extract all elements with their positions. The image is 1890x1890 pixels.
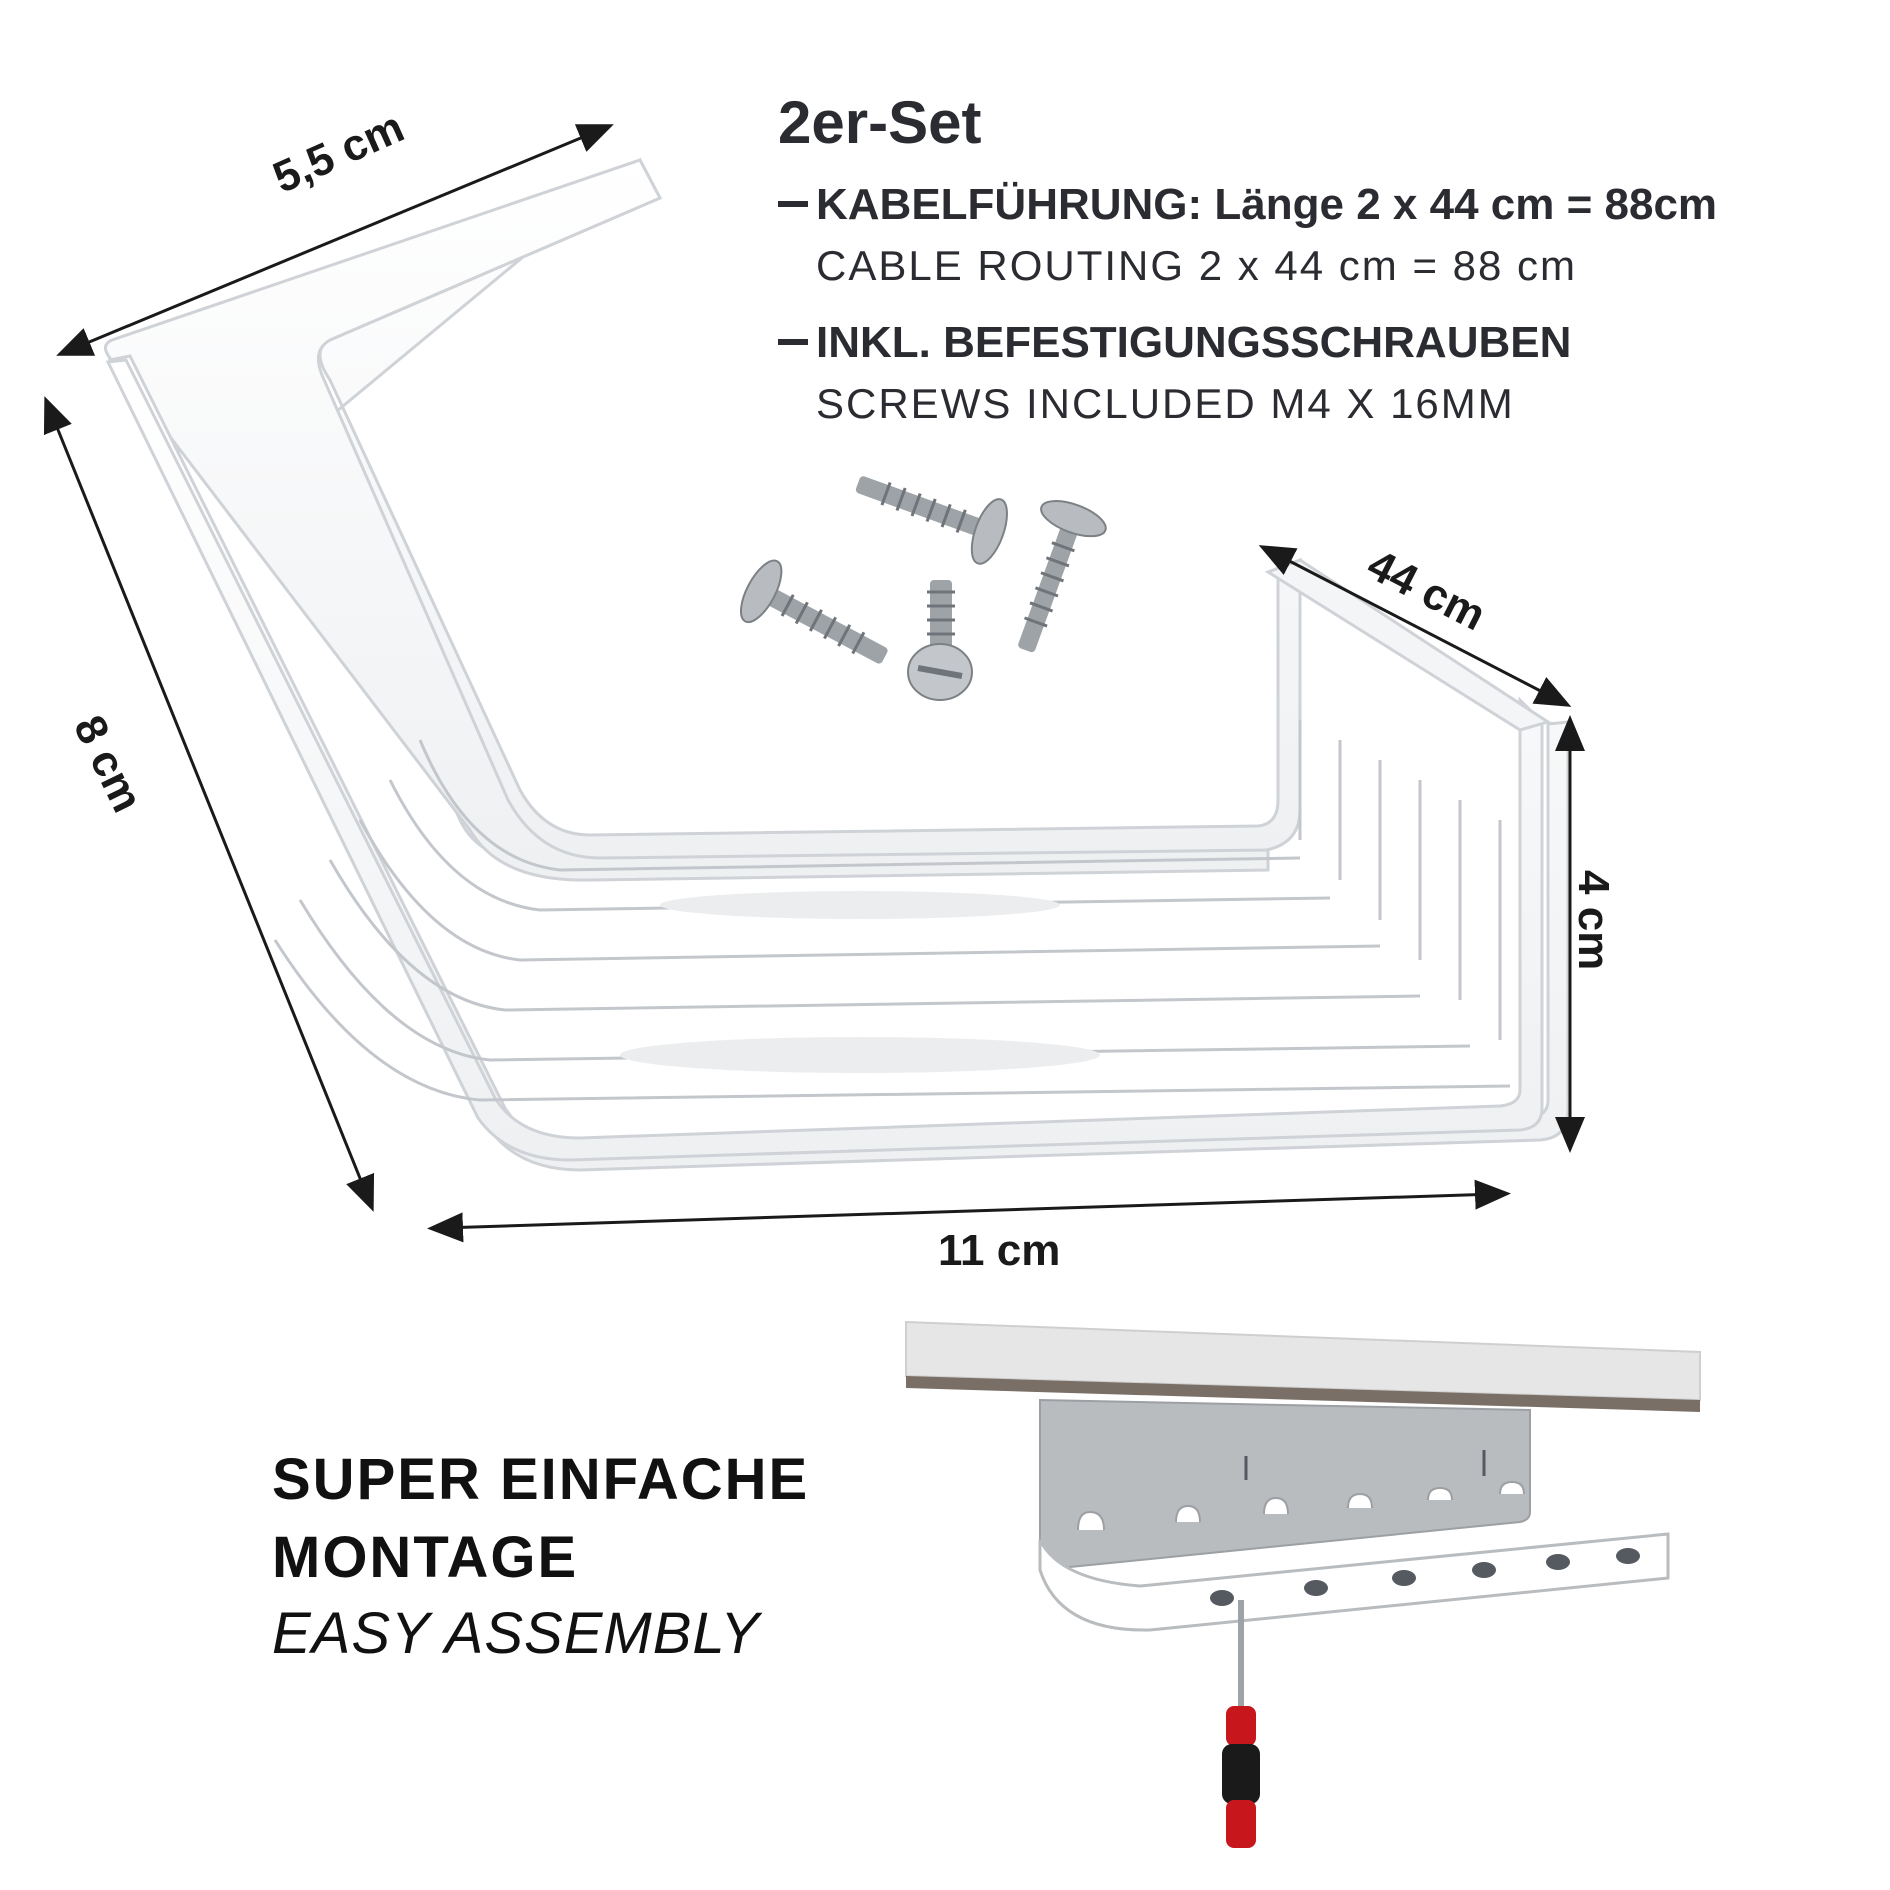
dimension-lines	[43, 124, 1585, 1243]
dimension-rear-height-label: 4 cm	[1569, 870, 1618, 971]
screw-icon	[1018, 500, 1107, 653]
screw-icon	[855, 476, 1008, 565]
screw-icon	[907, 580, 973, 701]
set-title: 2er-Set	[778, 89, 982, 156]
screw-icon	[739, 559, 888, 664]
dash-icon	[778, 339, 808, 346]
feature-cable-routing-title: KABELFÜHRUNG: Länge 2 x 44 cm = 88cm	[778, 180, 1717, 230]
dash-icon	[778, 201, 808, 208]
screws-group	[739, 476, 1107, 701]
feature-title: KABELFÜHRUNG: Länge 2 x 44 cm = 88cm	[816, 180, 1718, 229]
tray-inner-lines	[273, 720, 1511, 1102]
feature-cable-routing-subtitle: CABLE ROUTING 2 x 44 cm = 88 cm	[816, 242, 1578, 289]
assembly-heading-english: EASY ASSEMBLY	[272, 1601, 761, 1666]
feature-screws-subtitle: SCREWS INCLUDED M4 X 16MM	[816, 380, 1515, 427]
mounting-scene	[905, 1320, 1701, 1848]
screwdriver-icon	[1222, 1600, 1260, 1848]
dimension-width-label: 11 cm	[938, 1226, 1061, 1275]
feature-title: INKL. BEFESTIGUNGSSCHRAUBEN	[816, 318, 1572, 367]
tray-stack	[104, 157, 1570, 1172]
assembly-heading-line2: MONTAGE	[272, 1525, 579, 1590]
assembly-heading-line1: SUPER EINFACHE	[272, 1447, 810, 1512]
feature-screws-title: INKL. BEFESTIGUNGSSCHRAUBEN	[778, 318, 1571, 368]
